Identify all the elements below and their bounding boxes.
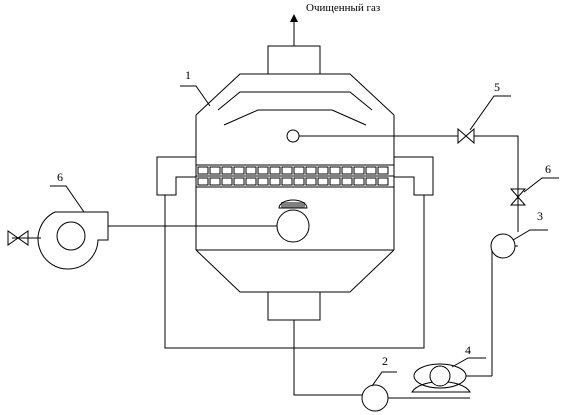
packing-cell [233, 177, 245, 186]
outlet-arrow [290, 14, 298, 46]
bottom-drain-line [293, 320, 362, 396]
packing-cell [245, 177, 257, 186]
callout-2: 2 [371, 354, 397, 387]
callout-5: 5 [469, 80, 511, 131]
packing-cell [377, 166, 389, 175]
small-pump [490, 233, 516, 259]
packing-cell [221, 166, 233, 175]
right-collector [394, 156, 434, 196]
packing-cell [365, 166, 377, 175]
packing-cell [221, 177, 233, 186]
packing-cell [305, 177, 317, 186]
packing-cell [281, 166, 293, 175]
packing-cell [353, 166, 365, 175]
packing-cell [317, 166, 329, 175]
callout-3-label: 3 [537, 209, 543, 223]
packing-cell [269, 177, 281, 186]
top-outlet-nozzle [267, 45, 321, 75]
packing-cell [329, 166, 341, 175]
packing-cell [281, 177, 293, 186]
return-line [474, 135, 519, 232]
packing-cell [353, 177, 365, 186]
callout-2-label: 2 [382, 354, 388, 368]
packing-cell [329, 177, 341, 186]
callout-3: 3 [512, 209, 548, 241]
fan [12, 211, 277, 270]
callout-6-right: 6 [523, 162, 559, 193]
callout-1-label: 1 [185, 68, 191, 82]
callout-4-label: 4 [465, 343, 471, 357]
packing-cell [305, 166, 317, 175]
callout-1: 1 [180, 68, 211, 107]
packing-cell [317, 177, 329, 186]
packing-cell [209, 177, 221, 186]
packing-cell [269, 166, 281, 175]
callout-6-fan-label: 6 [57, 170, 63, 184]
pump-circle [361, 384, 389, 412]
valve-top[interactable] [457, 127, 475, 145]
bottom-nozzle [267, 291, 321, 321]
callout-6-right-label: 6 [545, 162, 551, 176]
packing-cell [377, 177, 389, 186]
packing-cell [293, 166, 305, 175]
packing-cell [197, 177, 209, 186]
packing-cell [209, 166, 221, 175]
packing-cell [341, 177, 353, 186]
liquid-distributor [286, 129, 458, 143]
packing-cell [233, 166, 245, 175]
packing-cell [197, 166, 209, 175]
packing-cell [245, 166, 257, 175]
fan-inlet-valve[interactable] [7, 230, 29, 246]
packing-bed [195, 164, 395, 188]
valve-right[interactable] [509, 188, 527, 206]
packing-cell [341, 166, 353, 175]
left-collector [156, 156, 196, 196]
callout-5-label: 5 [494, 80, 500, 94]
outlet-label: Очищенный газ [306, 2, 380, 14]
callout-4: 4 [451, 343, 486, 368]
packing-cell [365, 177, 377, 186]
packing-cell [293, 177, 305, 186]
callout-6-fan: 6 [50, 170, 85, 213]
gas-inlet [276, 199, 310, 243]
pump-motor [411, 363, 492, 399]
packing-cell [257, 177, 269, 186]
packing-cell [257, 166, 269, 175]
